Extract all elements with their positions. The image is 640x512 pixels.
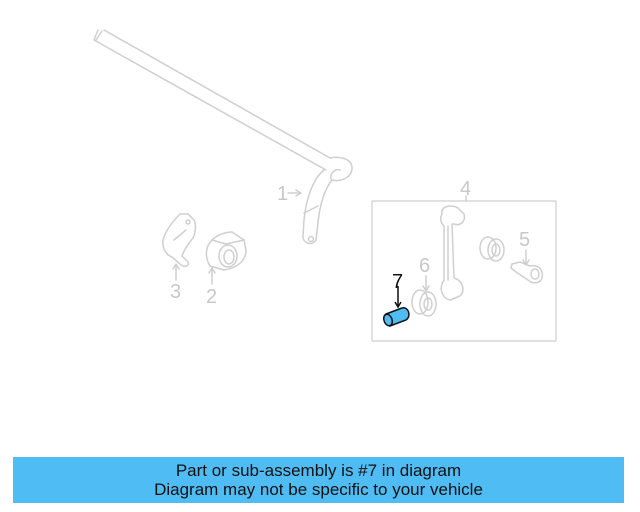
callout-label-1[interactable]: 1 — [277, 183, 288, 205]
bushing-right[interactable] — [479, 236, 505, 262]
parts-diagram: 1 2 3 4 5 6 7 — [93, 29, 557, 342]
callout-label-3[interactable]: 3 — [170, 281, 181, 303]
stabilizer-link-assembly-box — [371, 200, 557, 342]
callout-label-6[interactable]: 6 — [419, 255, 430, 277]
stabilizer-link-part-4[interactable] — [439, 205, 466, 301]
banner-line-disclaimer: Diagram may not be specific to your vehi… — [154, 480, 483, 499]
sleeve-part-7-highlighted[interactable] — [382, 307, 410, 327]
bushing-part-2[interactable] — [205, 231, 247, 271]
callout-label-7[interactable]: 7 — [392, 271, 403, 293]
info-banner: Part or sub-assembly is #7 in diagram Di… — [13, 457, 624, 503]
nut-part-5[interactable] — [510, 261, 544, 284]
bracket-part-3[interactable] — [162, 213, 197, 267]
banner-line-part-number: Part or sub-assembly is #7 in diagram — [175, 461, 462, 480]
bushing-part-6[interactable] — [411, 289, 437, 317]
callout-label-4[interactable]: 4 — [460, 178, 471, 200]
stabilizer-bar-part-1[interactable] — [93, 29, 353, 245]
callout-label-2[interactable]: 2 — [206, 286, 217, 308]
callout-label-5[interactable]: 5 — [519, 229, 530, 251]
